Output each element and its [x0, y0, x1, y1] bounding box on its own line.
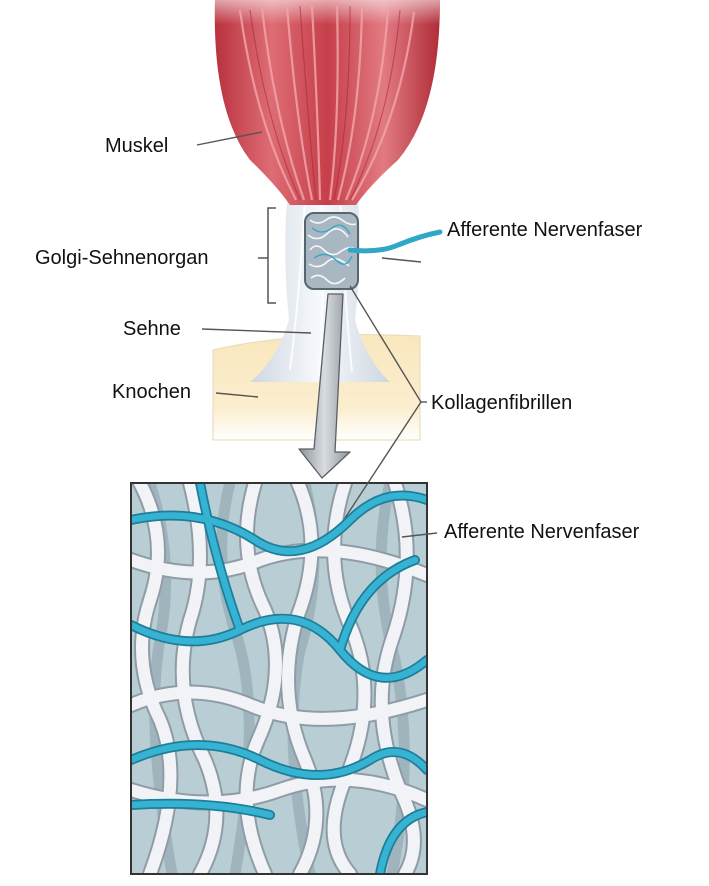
label-tendon: Sehne — [123, 318, 181, 340]
label-bone: Knochen — [112, 381, 191, 403]
golgi-capsule — [304, 212, 359, 290]
label-golgi-tendon-organ: Golgi-Sehnenorgan — [35, 247, 208, 269]
golgi-bracket — [258, 207, 276, 304]
muscle — [214, 0, 440, 205]
leader-lines — [196, 131, 438, 538]
label-muscle: Muskel — [105, 135, 168, 157]
label-afferent-nerve-bottom: Afferente Nervenfaser — [444, 521, 640, 543]
inset-frame — [130, 482, 428, 875]
afferent-nerve-fiber-top — [347, 229, 443, 254]
zoom-arrow — [298, 293, 351, 479]
collagen-fibril-inset — [131, 483, 427, 874]
label-afferent-nerve-top: Afferente Nervenfaser — [447, 219, 643, 241]
label-collagen-fibrils: Kollagenfibrillen — [431, 392, 572, 414]
